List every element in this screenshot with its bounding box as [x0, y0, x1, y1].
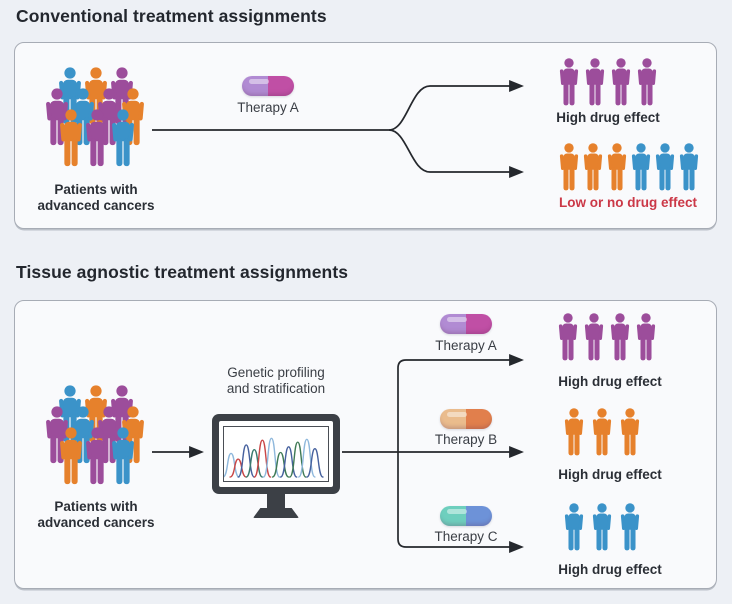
chromatogram-peaks: [224, 437, 324, 478]
person-icon: [584, 313, 604, 361]
person-icon: [637, 58, 657, 106]
section2-title: Tissue agnostic treatment assignments: [16, 262, 349, 282]
person-icon: [85, 427, 109, 485]
patients-crowd-2: [44, 384, 148, 488]
high-effect-label-b: High drug effect: [558, 467, 662, 482]
person-icon: [558, 313, 578, 361]
person-icon: [559, 143, 579, 191]
genetic-profiling-line2: and stratification: [226, 380, 326, 396]
person-icon: [679, 143, 699, 191]
person-icon: [655, 143, 675, 191]
genetic-profiling-label: Genetic profiling and stratification: [206, 365, 346, 397]
therapy-a-pill: [242, 76, 294, 96]
monitor-icon: [212, 414, 340, 494]
low-effect-group: [558, 143, 700, 191]
therapy-a2-label: Therapy A: [435, 338, 497, 353]
therapy-a-label: Therapy A: [237, 100, 299, 115]
therapy-b-label: Therapy B: [434, 432, 498, 447]
person-icon: [636, 313, 656, 361]
person-icon: [59, 109, 83, 167]
person-icon: [111, 427, 135, 485]
person-icon: [620, 503, 640, 551]
person-icon: [610, 313, 630, 361]
section1-title: Conventional treatment assignments: [16, 6, 327, 26]
monitor-stand-neck: [267, 494, 285, 508]
person-icon: [559, 58, 579, 106]
therapy-c-label: Therapy C: [434, 529, 498, 544]
patients-label-1-line1: Patients with: [54, 182, 138, 197]
person-icon: [607, 143, 627, 191]
monitor-stand-base: [253, 508, 299, 518]
high-effect-group-a: [557, 313, 657, 361]
monitor-screen: [219, 421, 333, 487]
patients-label-1: Patients with advanced cancers: [21, 182, 171, 214]
therapy-b-pill: [440, 409, 492, 429]
person-icon: [585, 58, 605, 106]
high-effect-group-1: [558, 58, 658, 106]
patients-label-2-line2: advanced cancers: [37, 514, 155, 530]
high-effect-group-b: [563, 408, 641, 456]
patients-crowd-1: [44, 66, 148, 170]
therapy-c-pill: [440, 506, 492, 526]
person-icon: [611, 58, 631, 106]
person-icon: [564, 503, 584, 551]
patients-label-2-line1: Patients with: [54, 499, 138, 514]
high-effect-label-c: High drug effect: [558, 562, 662, 577]
person-icon: [59, 427, 83, 485]
therapy-a2-pill: [440, 314, 492, 334]
person-icon: [583, 143, 603, 191]
person-icon: [620, 408, 640, 456]
patients-label-2: Patients with advanced cancers: [21, 499, 171, 531]
patients-label-1-line2: advanced cancers: [37, 197, 155, 213]
person-icon: [592, 408, 612, 456]
person-icon: [111, 109, 135, 167]
high-effect-group-c: [563, 503, 641, 551]
person-icon: [564, 408, 584, 456]
chromatogram: [223, 426, 329, 482]
person-icon: [592, 503, 612, 551]
high-effect-label-a: High drug effect: [558, 374, 662, 389]
person-icon: [85, 109, 109, 167]
person-icon: [631, 143, 651, 191]
genetic-profiling-line1: Genetic profiling: [227, 365, 325, 380]
high-effect-label-1: High drug effect: [556, 110, 660, 125]
low-effect-label: Low or no drug effect: [559, 195, 697, 210]
